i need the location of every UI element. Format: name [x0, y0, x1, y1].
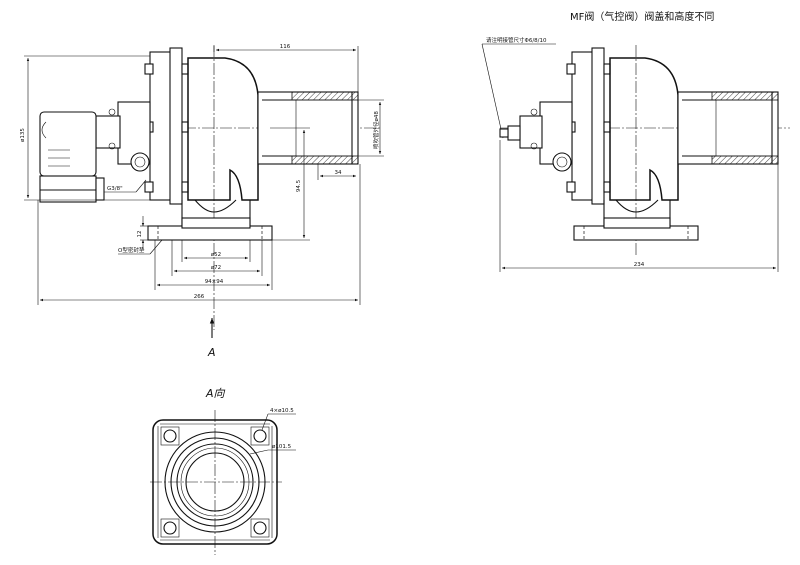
bottom-dim-bolt-circle: ø101.5: [272, 444, 292, 450]
bottom-square-flange: [152, 419, 278, 545]
bottom-view: A向 4×ø10.5 ø101.5: [150, 387, 296, 555]
bottom-bolt-circle: [164, 431, 266, 533]
right-label-pipe: 请注明接管尺寸Φ6/8/10: [486, 36, 547, 44]
left-dim-thread: G3/8": [107, 186, 123, 192]
left-dim-top-width: 116: [280, 44, 291, 50]
left-label-flange: O型密封垫: [118, 246, 145, 254]
left-port-boss: [130, 152, 150, 172]
left-dim-height: ø135: [20, 128, 26, 142]
left-dim-total: 266: [194, 294, 205, 300]
left-dim-center-height: 94.5: [296, 179, 302, 192]
left-valve-body: [187, 57, 259, 201]
mf-title: MF阀（气控阀）阀盖和高度不同: [570, 10, 714, 23]
right-valve-body: [609, 57, 679, 201]
view-a-title: A向: [205, 387, 226, 400]
left-cover-rim: [169, 47, 183, 205]
left-outlet-hatch-top: [291, 91, 359, 101]
bottom-dim-holes: 4×ø10.5: [270, 408, 294, 414]
right-pipe-fitting: [507, 125, 521, 141]
left-coil-housing: [39, 111, 97, 177]
left-dim-square: 94×94: [205, 279, 224, 285]
left-dim-outlet-dia: ø48: [374, 111, 380, 122]
left-dim-outlet-note: 喷吹管外径: [372, 121, 380, 149]
left-coil-connector: [39, 175, 97, 203]
left-view: ø135 116 喷吹管外径ø48 34 94.5 G3/8" 12: [20, 44, 384, 359]
view-a-arrow-label: A: [207, 346, 216, 359]
left-dim-stub: 34: [335, 170, 342, 176]
left-outlet-hatch-bottom: [291, 155, 359, 165]
right-outlet-barrel: [677, 91, 779, 165]
left-bolt-group: [144, 63, 189, 193]
left-dim-flange-thk: 12: [137, 231, 143, 238]
right-dim-total: 234: [634, 262, 645, 268]
left-dim-mid: ø72: [211, 265, 221, 271]
right-view: MF阀（气控阀）阀盖和高度不同 请注明接管尺寸Φ6/8/10: [481, 10, 790, 272]
bottom-bolt-holes: [160, 426, 270, 538]
left-pilot-block: [117, 101, 151, 165]
svg-text:喷吹管外径ø48: 喷吹管外径ø48: [372, 111, 380, 149]
left-pilot-stem: [95, 115, 121, 149]
left-dim-inner: ø52: [211, 252, 221, 258]
left-inner-curve: [194, 199, 237, 213]
